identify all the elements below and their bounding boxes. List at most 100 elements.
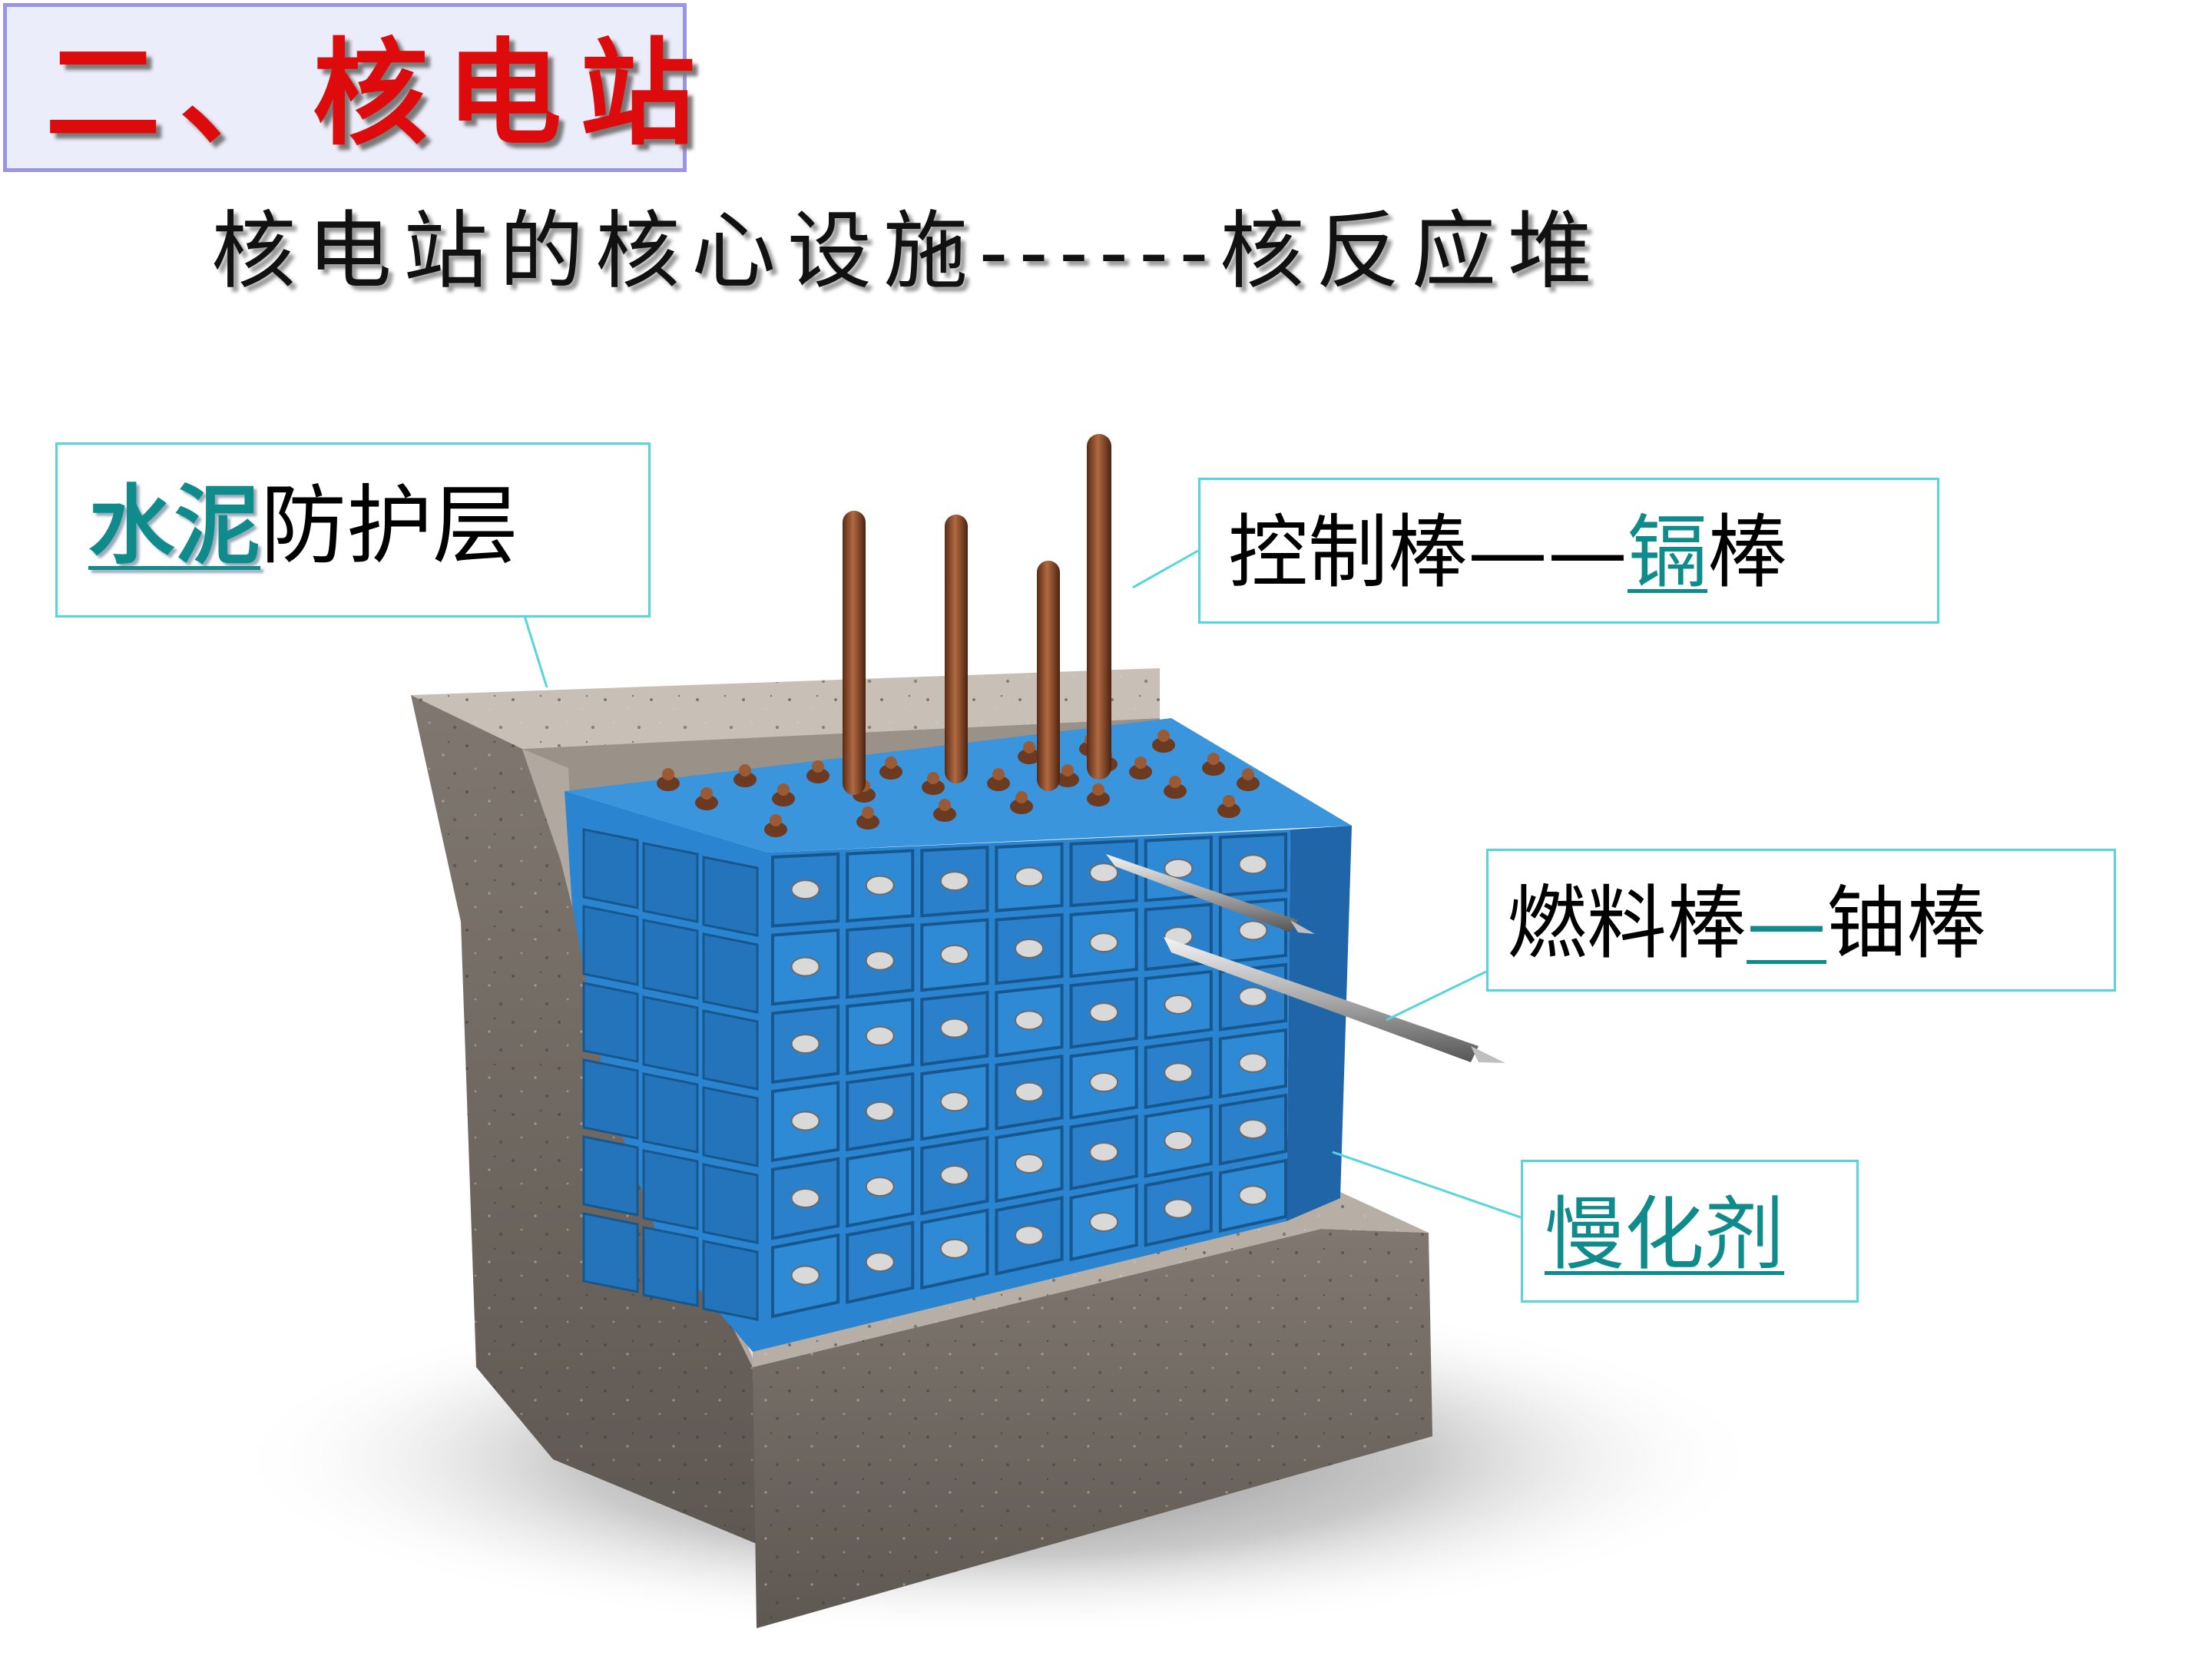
fuel-socket bbox=[865, 950, 895, 971]
moderator-block-side bbox=[642, 842, 699, 923]
rod-stud bbox=[987, 776, 1010, 791]
fuel-socket bbox=[1164, 1062, 1194, 1083]
moderator-block-side bbox=[582, 1058, 639, 1140]
rod-stud bbox=[1202, 760, 1225, 776]
fuel-socket bbox=[865, 1177, 895, 1197]
rod-stud-top bbox=[812, 760, 824, 773]
moderator-block-side bbox=[642, 1072, 699, 1154]
rod-stud-top bbox=[1242, 768, 1254, 780]
rod-stud-top bbox=[770, 814, 782, 826]
rod-stud bbox=[1164, 783, 1187, 799]
block-grid bbox=[582, 828, 1287, 1321]
rod-stud-top bbox=[992, 768, 1005, 780]
fuel-socket bbox=[1089, 1211, 1119, 1232]
fuel-socket bbox=[790, 1188, 820, 1208]
moderator-block-side bbox=[702, 1086, 759, 1167]
rod-stud bbox=[772, 791, 795, 806]
moderator-blocks bbox=[565, 718, 1352, 1352]
label-fuel-rod: 燃料棒—铀棒 bbox=[1486, 849, 2116, 992]
section-heading: 二、核电站 bbox=[45, 26, 714, 161]
moderator-block-side bbox=[582, 1135, 639, 1217]
fuel-socket bbox=[790, 1265, 820, 1286]
fuel-socket bbox=[865, 875, 895, 896]
highlight-fuel-dash: — bbox=[1747, 876, 1827, 970]
fuel-socket bbox=[790, 956, 820, 977]
moderator-block-side bbox=[702, 1163, 759, 1244]
fuel-socket bbox=[1015, 866, 1044, 887]
moderator-block-side bbox=[702, 856, 759, 937]
rod-stud-top bbox=[862, 806, 874, 819]
moderator-block-side bbox=[702, 1240, 759, 1321]
section-heading-box: 二、核电站 bbox=[3, 3, 695, 172]
rod-stud-top bbox=[1223, 795, 1235, 807]
fuel-socket bbox=[939, 1091, 969, 1112]
label-fuel-lead: 燃料棒 bbox=[1507, 876, 1747, 970]
rod-stud-top bbox=[1169, 776, 1181, 788]
subtitle: 核电站的核心设施------核反应堆 bbox=[211, 202, 1604, 300]
fuel-socket bbox=[865, 1025, 895, 1046]
rod-stud-top bbox=[700, 787, 713, 800]
highlight-concrete: 水泥 bbox=[88, 476, 260, 576]
fuel-socket bbox=[1238, 1185, 1268, 1206]
rod-stud-top bbox=[1015, 791, 1028, 803]
label-concrete-shield: 水泥防护层 bbox=[55, 442, 651, 618]
rod-stud-top bbox=[1207, 753, 1220, 765]
fuel-socket bbox=[1238, 986, 1268, 1007]
rod-stud-top bbox=[1023, 741, 1035, 753]
fuel-socket bbox=[1238, 1119, 1268, 1139]
fuel-socket bbox=[1164, 994, 1194, 1015]
rod-stud bbox=[1018, 749, 1041, 764]
fuel-socket bbox=[1015, 1010, 1044, 1031]
moderator-block-side bbox=[702, 932, 759, 1014]
rod-stud-top bbox=[662, 768, 674, 780]
fuel-socket bbox=[939, 1238, 969, 1259]
fuel-socket bbox=[939, 944, 969, 965]
fuel-socket bbox=[1089, 1002, 1119, 1023]
fuel-socket bbox=[1164, 858, 1194, 879]
fuel-socket bbox=[1089, 863, 1119, 883]
rod-stud-top bbox=[885, 757, 897, 769]
moderator-block-side bbox=[582, 905, 639, 986]
fuel-socket bbox=[1015, 1154, 1044, 1174]
rod-stud bbox=[733, 772, 757, 787]
fuel-socket bbox=[1089, 932, 1119, 953]
fuel-socket bbox=[939, 1018, 969, 1038]
label-control-rod: 控制棒——镉棒 bbox=[1198, 478, 1939, 624]
fuel-socket bbox=[939, 871, 969, 892]
fuel-socket bbox=[1238, 920, 1268, 941]
fuel-socket bbox=[1089, 1072, 1119, 1093]
fuel-socket bbox=[1015, 939, 1044, 959]
highlight-cadmium: 镉 bbox=[1628, 505, 1708, 599]
rod-stud-top bbox=[1092, 783, 1104, 796]
rod-stud-top bbox=[1134, 757, 1147, 769]
rod-stud-top bbox=[1061, 764, 1074, 777]
fuel-socket bbox=[865, 1252, 895, 1273]
rod-stud bbox=[879, 764, 902, 780]
rod-stud-top bbox=[939, 799, 951, 811]
fuel-socket bbox=[1238, 854, 1268, 875]
rod-stud bbox=[657, 776, 680, 791]
label-control-rest: 棒 bbox=[1707, 505, 1788, 599]
fuel-socket bbox=[865, 1101, 895, 1121]
concrete-shield bbox=[411, 668, 1432, 1628]
rod-stud-top bbox=[927, 772, 939, 784]
fuel-socket bbox=[790, 879, 820, 900]
rod-stud-top bbox=[777, 783, 790, 796]
fuel-socket bbox=[939, 1165, 969, 1185]
moderator-block-side bbox=[582, 828, 639, 909]
rod-stud bbox=[764, 822, 787, 837]
rod-stud bbox=[933, 806, 956, 822]
control-rods bbox=[843, 434, 1111, 795]
rod-stud bbox=[1217, 803, 1240, 818]
highlight-moderator: 慢化剂 bbox=[1545, 1187, 1785, 1281]
rod-stud bbox=[856, 814, 879, 830]
rod-stud bbox=[695, 795, 718, 810]
fuel-socket bbox=[1015, 1225, 1044, 1246]
rod-stud bbox=[1237, 776, 1260, 791]
rod-stud-top bbox=[1157, 730, 1170, 742]
rod-stud bbox=[806, 768, 830, 783]
label-control-lead: 控制棒—— bbox=[1228, 505, 1628, 599]
moderator-block-side bbox=[642, 995, 699, 1077]
rod-stud bbox=[1010, 799, 1033, 814]
